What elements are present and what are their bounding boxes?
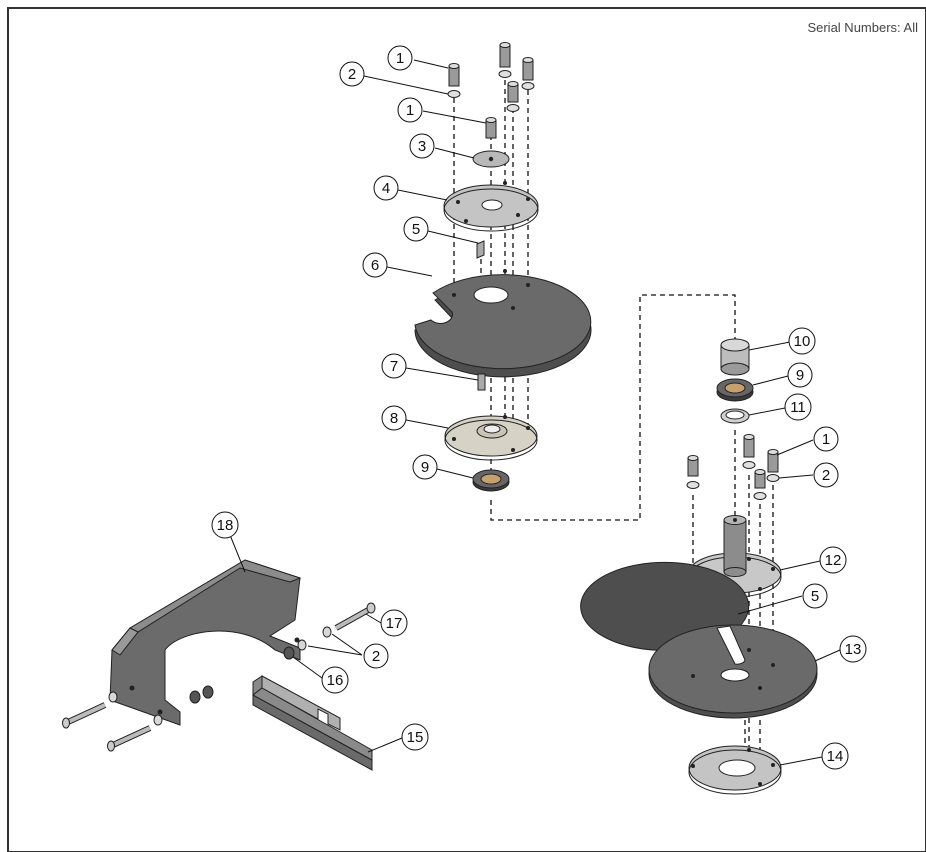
callout-18: 18 [211, 511, 239, 539]
right-assembly [580, 338, 818, 795]
svg-text:12: 12 [825, 552, 842, 569]
callout-15: 15 [401, 723, 429, 751]
sleeve-part-10 [720, 338, 750, 376]
bolt-part-17 [334, 602, 376, 631]
nut-part-16 [283, 646, 295, 660]
bolt-left-lower [107, 725, 152, 752]
callout-5b: 5 [802, 583, 828, 609]
svg-text:4: 4 [382, 180, 390, 197]
large-disc-part-13 [580, 561, 818, 719]
bearing-part-9-lower [716, 378, 754, 402]
callout-13: 13 [839, 635, 867, 663]
pin-part-7 [477, 373, 486, 391]
serial-numbers-label: Serial Numbers: All [807, 20, 918, 35]
callout-14: 14 [821, 742, 849, 770]
svg-text:5: 5 [811, 588, 819, 605]
callout-12: 12 [819, 546, 847, 574]
angle-bar-part-15 [252, 675, 373, 771]
svg-text:2: 2 [372, 648, 380, 665]
ring-part-11 [720, 408, 750, 424]
svg-text:2: 2 [348, 66, 356, 83]
bottom-ring-plate-part-14 [688, 745, 782, 795]
callout-4: 4 [373, 175, 399, 201]
svg-text:8: 8 [390, 410, 398, 427]
callout-1a: 1 [387, 45, 413, 71]
callout-1b: 1 [397, 97, 423, 123]
key-part-5 [476, 240, 485, 259]
callout-9a: 9 [412, 454, 438, 480]
callout-7: 7 [381, 353, 407, 379]
nuts-left [189, 685, 214, 704]
callout-8: 8 [381, 405, 407, 431]
hub-plate-part-8 [444, 415, 538, 461]
svg-text:18: 18 [217, 517, 234, 534]
callout-3: 3 [409, 133, 435, 159]
callout-1c: 1 [813, 426, 839, 452]
svg-text:5: 5 [412, 221, 420, 238]
svg-text:16: 16 [327, 672, 344, 689]
cap-screw-part-1 [448, 42, 534, 139]
callout-2c: 2 [363, 643, 389, 669]
svg-text:14: 14 [827, 748, 844, 765]
callout-bubbles: 1 2 1 3 4 5 6 7 8 9 10 9 11 1 2 12 5 13 … [211, 45, 867, 770]
callout-5a: 5 [403, 216, 429, 242]
large-disc-part-6 [414, 269, 592, 378]
svg-text:7: 7 [390, 358, 398, 375]
callout-17: 17 [380, 609, 408, 637]
callout-16: 16 [321, 666, 349, 694]
callout-9b: 9 [787, 362, 813, 388]
callout-2b: 2 [813, 462, 839, 488]
svg-text:11: 11 [790, 399, 806, 416]
callout-2a: 2 [339, 61, 365, 87]
spacer-disc-part-3 [472, 150, 510, 168]
top-plate-part-4 [443, 181, 539, 232]
svg-text:1: 1 [406, 102, 414, 119]
svg-text:1: 1 [396, 50, 404, 67]
svg-text:9: 9 [796, 367, 804, 384]
svg-text:10: 10 [794, 333, 811, 350]
washers-left [108, 691, 163, 726]
svg-text:3: 3 [418, 138, 426, 155]
callout-11: 11 [784, 393, 812, 421]
svg-text:1: 1 [822, 431, 830, 448]
callout-6: 6 [362, 252, 388, 278]
page-border [7, 7, 926, 852]
bearing-part-9-upper [472, 469, 510, 492]
leader-lines [229, 59, 841, 766]
svg-text:15: 15 [407, 729, 424, 746]
cap-screw-part-1-right [687, 434, 779, 489]
bracket-part-18 [109, 559, 302, 726]
callout-10: 10 [788, 327, 816, 355]
svg-text:9: 9 [421, 459, 429, 476]
bracket-assembly [62, 559, 376, 771]
bolt-left-upper [62, 702, 107, 729]
svg-text:17: 17 [386, 615, 403, 632]
washer-part-2 [447, 70, 535, 112]
svg-text:13: 13 [845, 641, 862, 658]
upper-assembly [414, 42, 736, 521]
washer-part-2-right [686, 461, 780, 500]
washer-part-2-bracket [297, 626, 332, 651]
svg-text:2: 2 [822, 467, 830, 484]
svg-text:6: 6 [371, 257, 379, 274]
